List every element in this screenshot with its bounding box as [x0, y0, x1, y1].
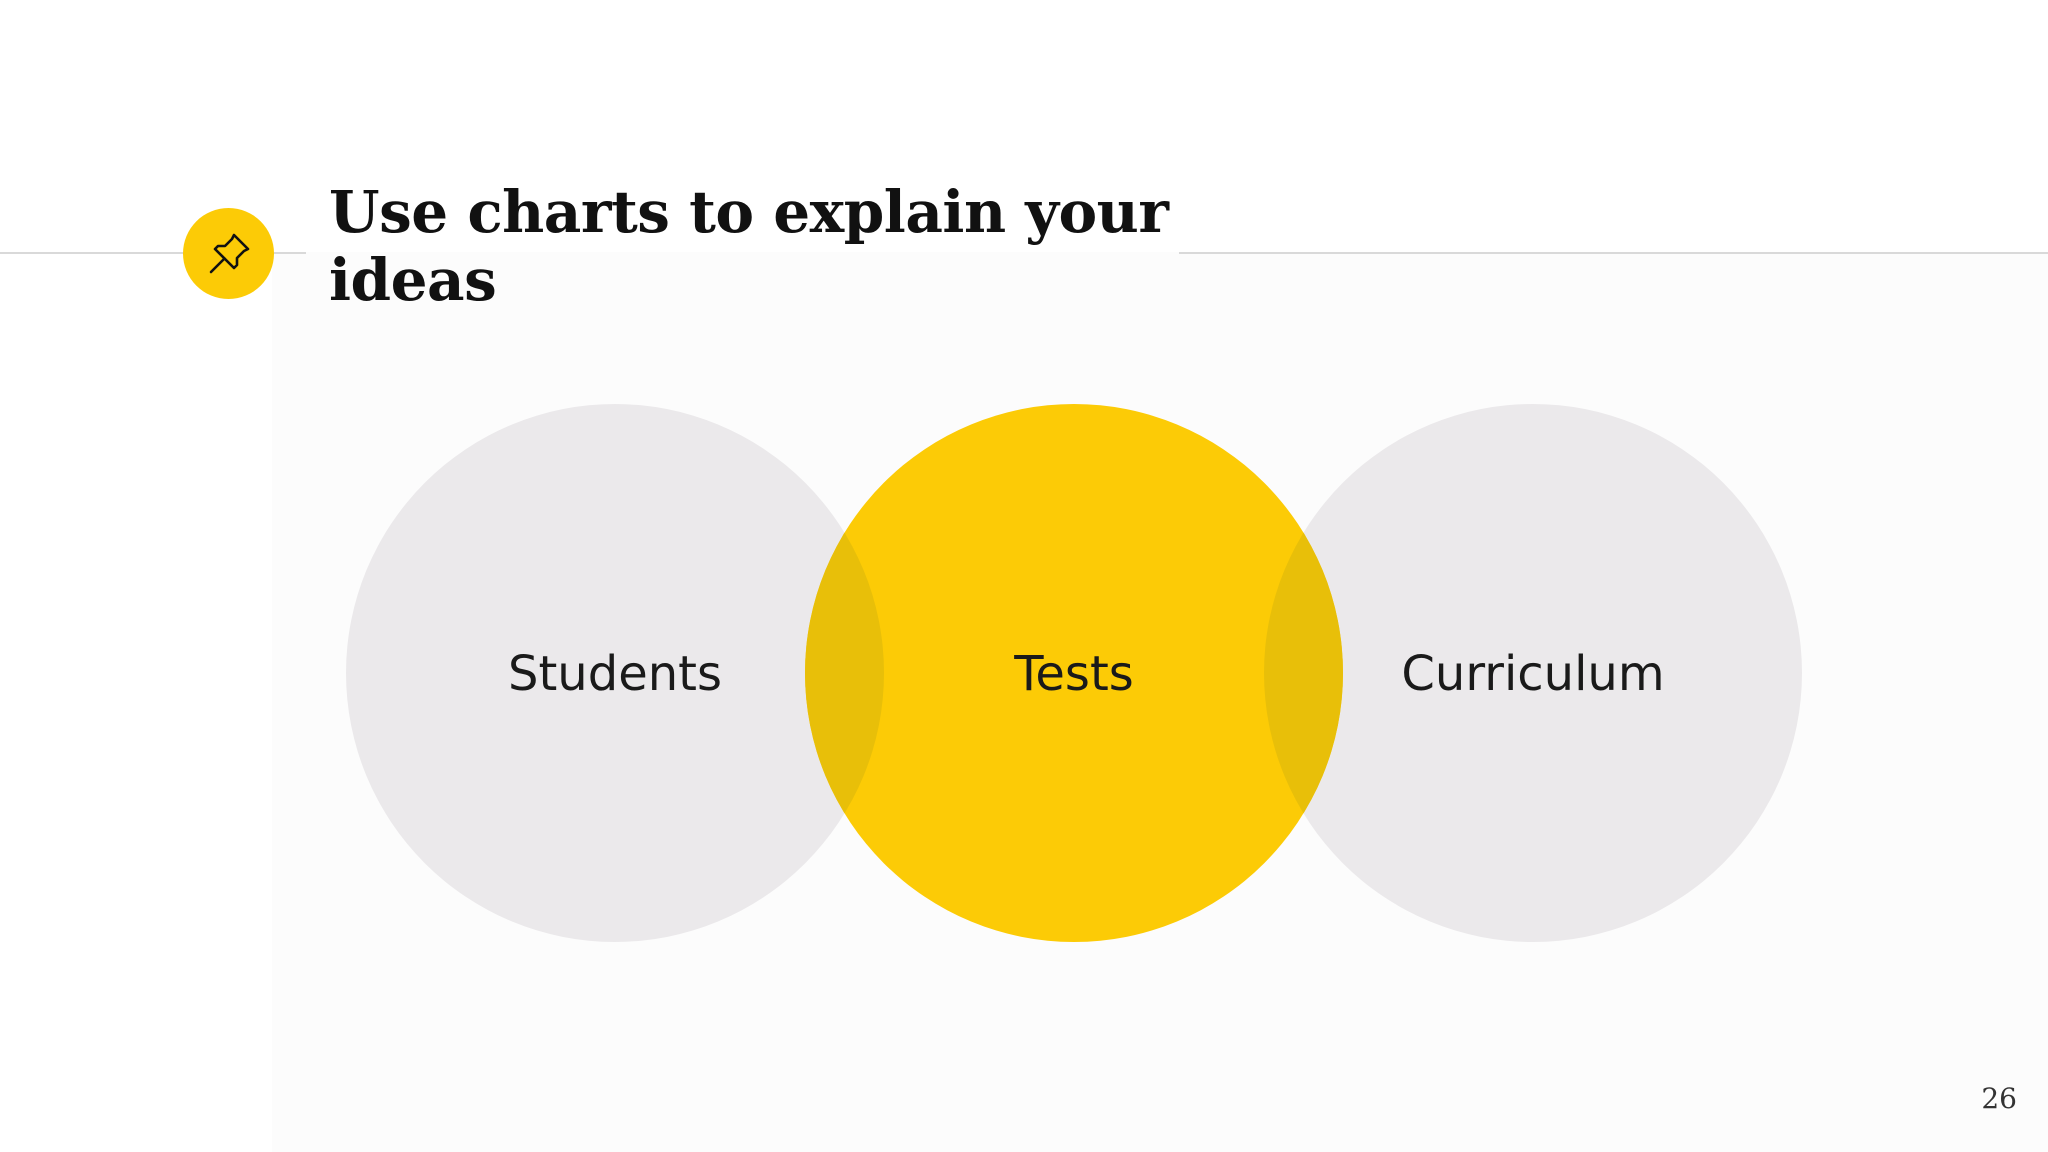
pushpin-icon-badge [183, 208, 274, 299]
venn-circle-curriculum [1264, 404, 1802, 942]
venn-circle-tests [805, 404, 1343, 942]
header-rule-right [1179, 252, 2048, 254]
venn-label-curriculum: Curriculum [1401, 646, 1664, 702]
slide-title: Use charts to explain your ideas [329, 178, 1169, 314]
page-number: 26 [1981, 1082, 2017, 1115]
header-rule-left [0, 252, 306, 254]
venn-label-students: Students [508, 646, 722, 702]
venn-circle-students [346, 404, 884, 942]
pushpin-icon [209, 233, 249, 273]
venn-label-tests: Tests [1013, 646, 1134, 702]
